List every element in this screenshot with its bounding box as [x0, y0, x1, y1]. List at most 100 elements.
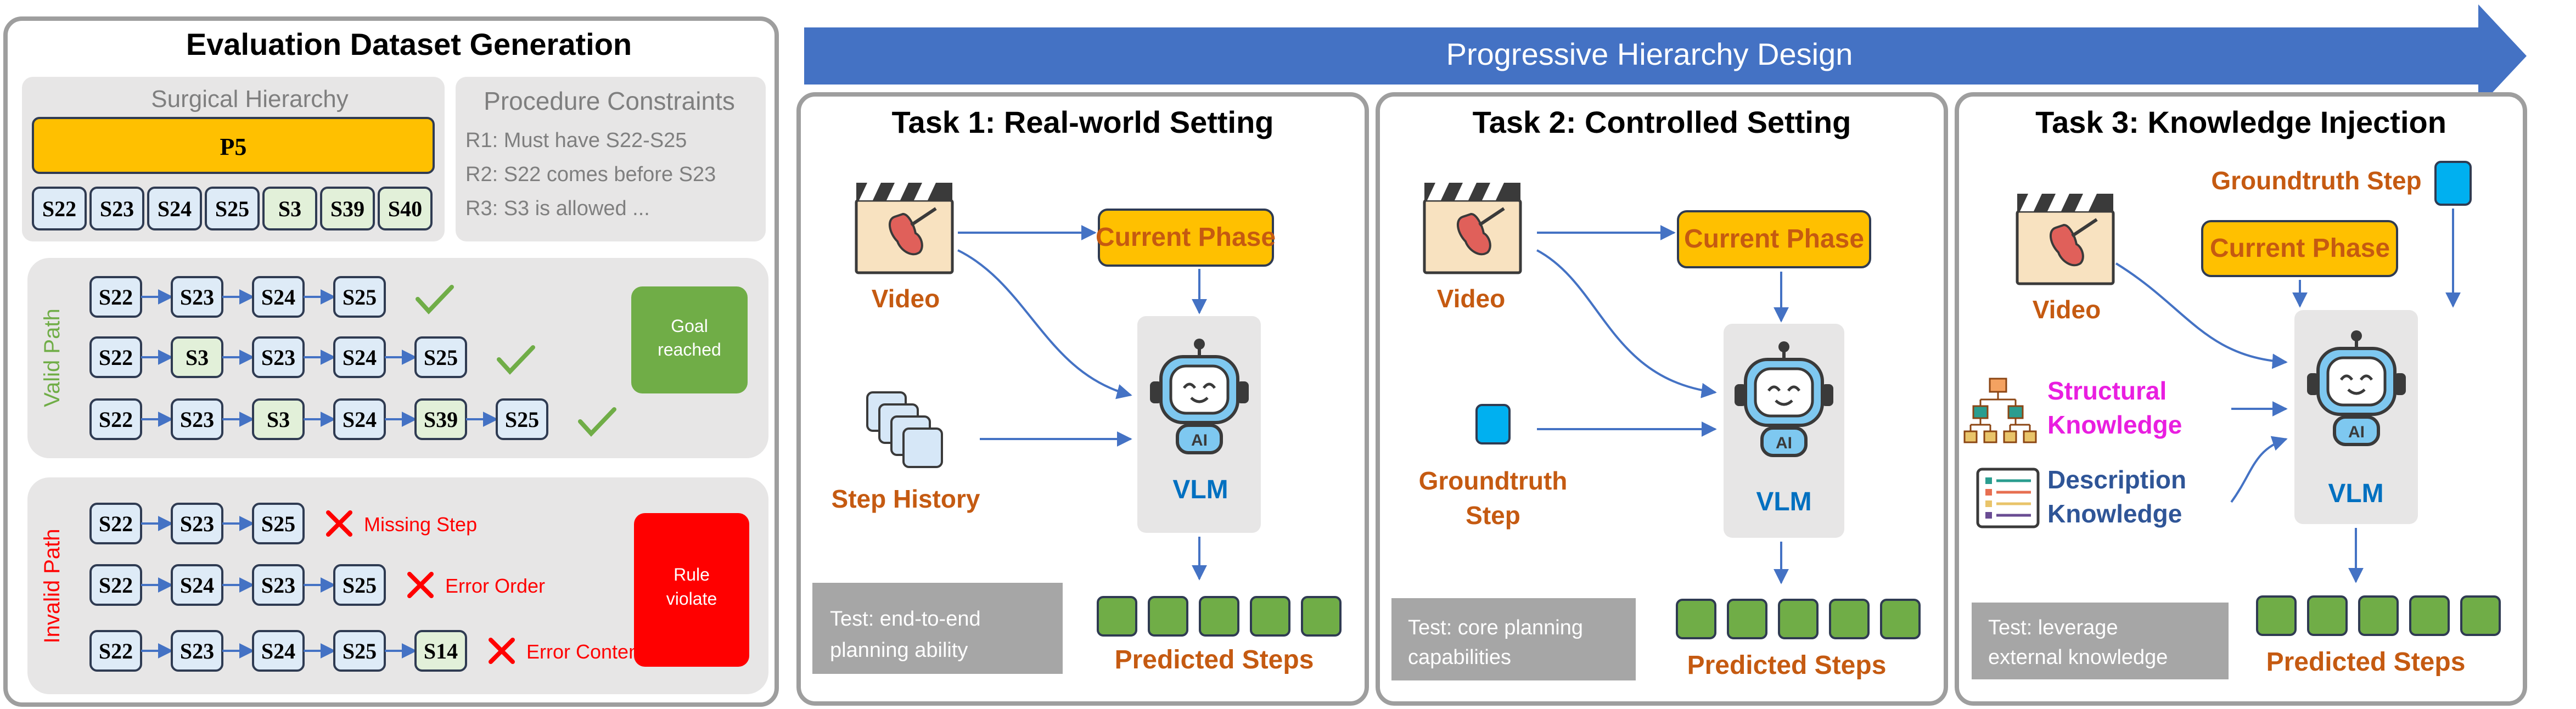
procedure-constraints-box — [456, 77, 766, 241]
flow-arrow — [957, 249, 1132, 399]
step-label: S40 — [388, 196, 422, 221]
step-label: S25 — [343, 639, 377, 663]
predicted-step-node — [1676, 599, 1716, 639]
step-label: S39 — [424, 407, 458, 432]
step-label: S25 — [505, 407, 539, 432]
goal-reached-badge — [631, 286, 748, 393]
step-label: S24 — [261, 285, 295, 310]
step-node — [32, 187, 87, 230]
groundtruth-label: Groundtruth Step — [2211, 166, 2421, 195]
step-label: S23 — [180, 285, 214, 310]
step-label: S24 — [343, 345, 377, 370]
error-label: Missing Step — [364, 513, 477, 536]
rule-text: R3: S3 is allowed ... — [465, 197, 650, 220]
step-label: S22 — [99, 573, 133, 598]
test-text: external knowledge — [1988, 646, 2168, 669]
flow-arrow — [2230, 436, 2288, 503]
step-node — [89, 187, 144, 230]
vlm-label: VLM — [1172, 475, 1228, 504]
error-label: Error Order — [445, 575, 545, 597]
predicted-step-node — [1880, 599, 1921, 639]
step-label: S23 — [100, 196, 134, 221]
step-node — [496, 398, 548, 440]
step-label: S25 — [424, 345, 458, 370]
step-node — [333, 564, 386, 606]
groundtruth-label: Step — [1466, 501, 1520, 530]
test-text: capabilities — [1408, 646, 1511, 669]
test-text: Test: core planning — [1408, 616, 1583, 639]
step-label: S24 — [343, 407, 377, 432]
progressive-banner-arrow — [804, 4, 2527, 108]
step-label: S23 — [180, 511, 214, 536]
step-label: S24 — [180, 573, 214, 598]
predicted-step-node — [2358, 595, 2399, 636]
current-phase-node — [1098, 209, 1274, 267]
step-label: S23 — [261, 345, 295, 370]
structural-knowledge-label: Structural — [2047, 376, 2167, 405]
step-label: S25 — [343, 573, 377, 598]
step-label: S22 — [42, 196, 76, 221]
step-label: S22 — [99, 639, 133, 663]
predicted-step-node — [2307, 595, 2348, 636]
clapperboard-icon — [1424, 183, 1520, 273]
predicted-step-node — [2256, 595, 2297, 636]
video-label: Video — [1437, 284, 1505, 313]
predicted-step-node — [2460, 595, 2501, 636]
phase-label: P5 — [220, 133, 247, 160]
tree-icon — [1963, 378, 2037, 443]
predicted-step-node — [1829, 599, 1870, 639]
current-phase-node — [1677, 210, 1871, 268]
test-text: planning ability — [830, 639, 968, 662]
badge-text: Goal — [671, 316, 708, 336]
clapperboard-icon — [2017, 194, 2113, 284]
error-label: Error Content — [526, 640, 645, 663]
current-phase-label: Current Phase — [1684, 224, 1864, 254]
step-node — [252, 503, 305, 544]
test-box — [1391, 598, 1636, 680]
test-text: Test: leverage — [1988, 616, 2118, 639]
predicted-steps-label: Predicted Steps — [2266, 648, 2466, 677]
flow-arrow — [1536, 249, 1717, 398]
cross-icon — [489, 638, 515, 664]
step-node — [262, 187, 317, 230]
surgical-hierarchy-label: Surgical Hierarchy — [151, 86, 348, 112]
step-node — [414, 630, 467, 672]
step-label: S3 — [186, 345, 209, 370]
step-label: S22 — [99, 345, 133, 370]
test-text: Test: end-to-end — [830, 607, 981, 631]
step-node — [320, 187, 375, 230]
groundtruth-step-node — [2434, 161, 2472, 206]
vlm-label: VLM — [2328, 479, 2383, 508]
predicted-step-node — [1727, 599, 1767, 639]
video-label: Video — [2033, 295, 2101, 324]
step-label: S14 — [424, 639, 458, 663]
step-node — [205, 187, 260, 230]
check-icon — [416, 285, 454, 314]
test-box — [1972, 603, 2229, 679]
step-label: S22 — [99, 407, 133, 432]
step-node — [378, 187, 433, 230]
video-label: Video — [872, 284, 940, 313]
check-icon — [578, 407, 616, 437]
step-label: S24 — [158, 196, 192, 221]
groundtruth-step-node — [1475, 404, 1511, 444]
predicted-step-node — [1199, 596, 1239, 637]
step-label: S23 — [261, 573, 295, 598]
groundtruth-label: Groundtruth — [1419, 466, 1568, 495]
clapperboard-icon — [856, 183, 952, 273]
predicted-step-node — [2409, 595, 2450, 636]
predicted-steps-label: Predicted Steps — [1687, 651, 1887, 680]
badge-text: Rule — [674, 565, 710, 584]
step-label: S24 — [261, 639, 295, 663]
predicted-step-node — [1148, 596, 1188, 637]
predicted-step-node — [1778, 599, 1819, 639]
current-phase-label: Current Phase — [2210, 234, 2390, 263]
task-title: Task 3: Knowledge Injection — [2035, 105, 2446, 139]
description-knowledge-label: Knowledge — [2047, 499, 2182, 528]
invalid-path-label: Invalid Path — [40, 528, 64, 643]
cross-icon — [407, 572, 434, 598]
test-box — [812, 583, 1063, 674]
step-label: S39 — [330, 196, 364, 221]
predicted-step-node — [1301, 596, 1342, 637]
